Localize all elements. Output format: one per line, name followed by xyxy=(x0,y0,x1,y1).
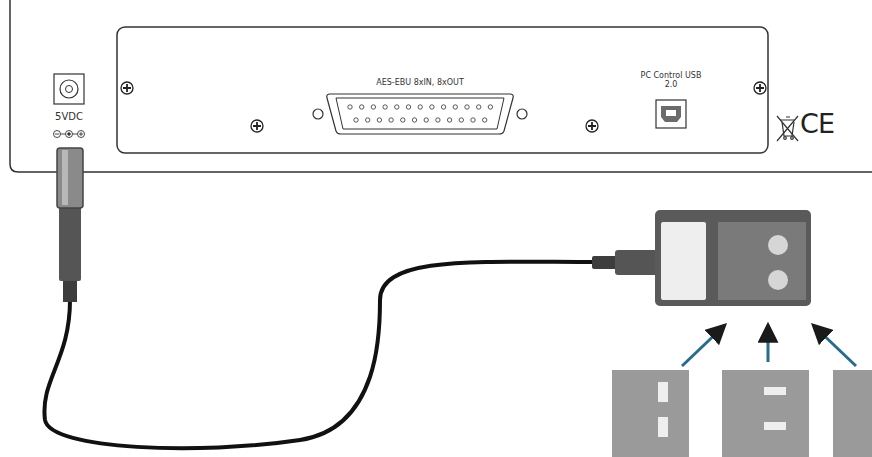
ce-mark: CE xyxy=(793,110,841,137)
dc-plug xyxy=(57,148,83,302)
power-cable xyxy=(44,262,596,449)
db25-connector xyxy=(313,94,527,134)
weee-symbol xyxy=(777,116,798,141)
polarity-symbol xyxy=(54,131,85,138)
inner-panel xyxy=(117,27,768,153)
panel-label: PC Control USB 2.0 xyxy=(640,71,702,89)
usb-b-port xyxy=(656,100,686,128)
dc-jack xyxy=(54,74,84,104)
panel-label: 5VDC xyxy=(44,111,94,123)
chassis-outline xyxy=(10,0,872,172)
insert-arrows xyxy=(682,326,856,366)
plug-heads xyxy=(612,370,872,457)
power-adapter xyxy=(592,210,811,306)
panel-label: AES-EBU 8xIN, 8xOUT xyxy=(330,78,510,87)
